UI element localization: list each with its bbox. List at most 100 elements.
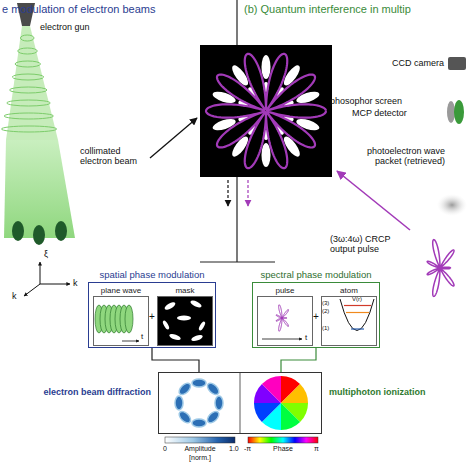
annotation: (1) <box>322 325 329 332</box>
pulse-drawing <box>276 305 289 331</box>
annotation: ξ <box>44 249 48 259</box>
mask-hole <box>164 301 177 311</box>
annotation: (2) <box>322 308 329 315</box>
panel-divider <box>240 373 241 433</box>
axis-arrow <box>40 262 41 284</box>
annotation: Phase <box>273 445 293 453</box>
annotation: t <box>305 333 307 342</box>
phase-sector <box>281 403 300 430</box>
phosphor-screen <box>454 100 464 124</box>
mask-cone <box>12 221 24 241</box>
crcp-pulse <box>427 240 454 297</box>
amplitude-colorbar <box>165 437 235 443</box>
node-heading: electron beam diffraction <box>43 387 151 397</box>
sub-panel: mask <box>157 296 213 346</box>
phase-mask-square <box>200 45 332 177</box>
mask-panel <box>157 296 212 345</box>
annotation: π <box>314 445 319 453</box>
diffraction-spot <box>177 381 193 397</box>
time-arrow <box>262 339 302 340</box>
divider-line <box>200 261 275 262</box>
annotation: CCD camera <box>392 58 444 68</box>
sub-panel: pulse <box>257 296 313 346</box>
energy-level <box>351 328 364 329</box>
interference-pattern <box>206 54 326 168</box>
annotation: V(r) <box>352 296 362 303</box>
phase-wheel <box>254 376 308 430</box>
dashed-arrow <box>247 180 248 206</box>
mask-hole <box>262 55 271 79</box>
mask-hole <box>295 117 321 133</box>
diffraction-spot <box>192 419 206 427</box>
phase-colorbar <box>248 437 318 443</box>
phase-sector <box>262 376 281 403</box>
mask-hole <box>177 316 191 321</box>
diffraction-spot <box>205 409 221 425</box>
wavefront <box>20 35 34 41</box>
mask-hole <box>190 299 203 309</box>
ccd-camera <box>448 57 466 70</box>
node-heading: spectral phase modulation <box>253 270 379 281</box>
wavefront <box>10 87 47 93</box>
mask-hole <box>211 89 237 105</box>
node-heading: mask <box>158 286 212 295</box>
energy-level <box>346 312 369 313</box>
node-heading: plane wave <box>94 286 148 295</box>
result-box: electron beam diffractionmultiphoton ion… <box>158 372 322 434</box>
annotation: -π <box>244 445 251 453</box>
plane-wave-drawing <box>95 305 133 333</box>
mask-hole <box>162 320 170 331</box>
annotation: phosophor screen <box>330 96 402 106</box>
wavefront <box>12 74 43 80</box>
diffraction-spot <box>205 381 221 397</box>
annotation: electron gun <box>40 22 90 32</box>
annotation: k <box>73 278 78 288</box>
wavefront <box>7 100 50 106</box>
mask-hole <box>211 117 237 133</box>
annotation: (3ω:4ω) CRCP output pulse <box>330 234 408 255</box>
annotation: MCP detector <box>352 108 407 118</box>
diffraction-spot <box>175 396 183 410</box>
node-heading: pulse <box>258 286 312 295</box>
electron-beam <box>6 26 58 140</box>
mask-cone <box>55 221 67 241</box>
annotation: Amplitude <box>184 445 215 453</box>
phase-sector <box>281 384 308 403</box>
mask-hole <box>169 333 182 342</box>
mask-holes <box>162 299 206 342</box>
axis-arrow <box>24 284 40 296</box>
panel-title: (b) Quantum interference in multip <box>244 3 411 16</box>
dashed-arrow <box>227 180 228 206</box>
sub-panel: plane wave <box>93 296 149 346</box>
annotation: collimated electron beam <box>80 146 146 167</box>
rose-pattern <box>206 54 326 168</box>
annotation: (3) <box>322 300 329 307</box>
wave-packet <box>437 194 467 216</box>
wavefront <box>4 113 53 119</box>
annotation: k <box>12 291 17 301</box>
connector-line <box>281 348 316 372</box>
panel-title: e modulation of electron beams <box>2 3 155 16</box>
time-arrow <box>122 341 139 342</box>
wavefronts <box>1 35 56 132</box>
mask-hole <box>262 143 271 167</box>
mcp-detector <box>447 101 455 123</box>
diffraction-spot <box>177 409 193 425</box>
node-label: multiphoton ionization <box>329 387 425 397</box>
energy-level <box>344 305 371 306</box>
annotation: [norm.] <box>189 454 211 462</box>
annotation: + <box>149 311 155 323</box>
potential-curve <box>340 299 374 331</box>
connector-line <box>152 348 199 372</box>
pulse-curve <box>427 240 454 297</box>
mask-hole <box>295 89 321 105</box>
result-drawing <box>175 376 308 430</box>
phase-sector <box>254 403 281 422</box>
sub-panel: atom <box>321 296 377 346</box>
annotation: t <box>141 332 143 341</box>
annotation: 1.0 <box>229 445 239 453</box>
wavefront <box>1 126 56 132</box>
mask-cone <box>33 225 45 245</box>
